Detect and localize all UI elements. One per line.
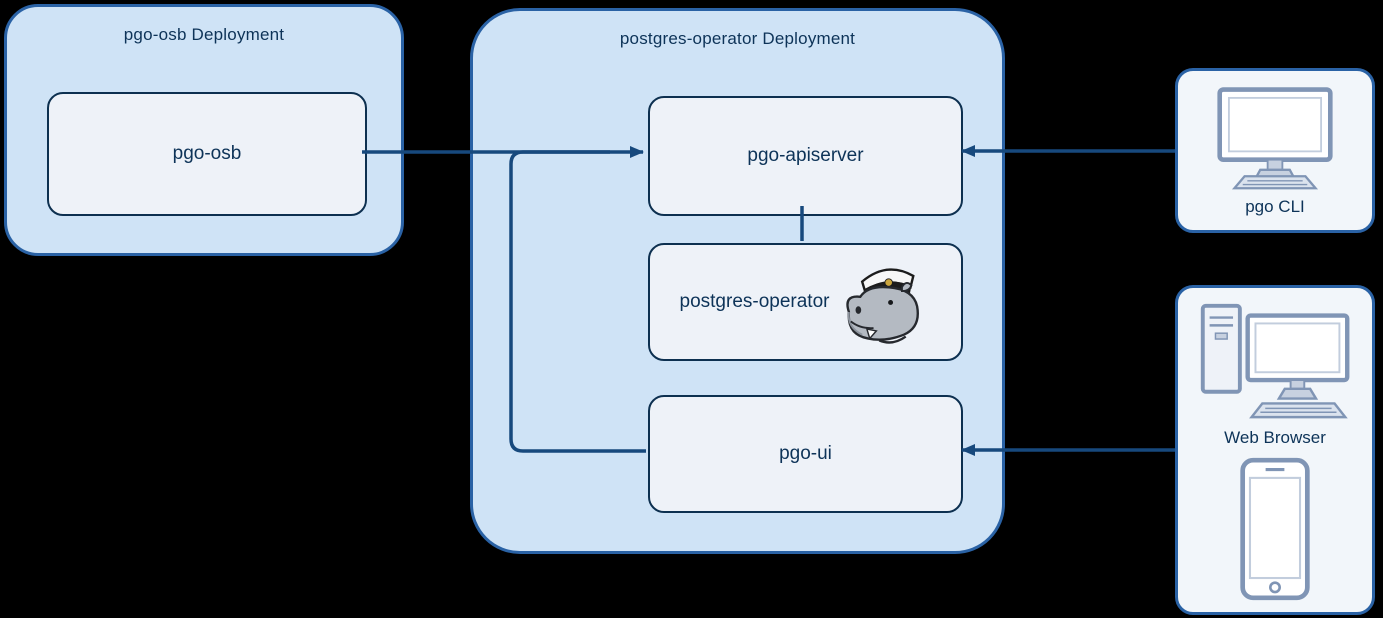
group-title-postgres-operator: postgres-operator Deployment [619,29,856,48]
group-pgo-osb-deployment: pgo-osb Deployment pgo-osb [4,4,404,256]
device-pgo-cli: pgo CLI [1175,68,1375,233]
node-label-postgres-operator: postgres-operator [679,291,830,312]
node-pgo-ui: pgo-ui [648,395,963,513]
device-label-pgo-cli: pgo CLI [1245,197,1305,216]
node-label-pgo-osb: pgo-osb [172,143,242,164]
smartphone-icon [1240,457,1310,601]
desktop-computer-icon [1200,303,1350,419]
device-label-web-browser: Web Browser [1224,428,1326,447]
hippo-mascot-icon [846,268,920,344]
node-label-pgo-apiserver: pgo-apiserver [747,145,864,166]
node-label-pgo-ui: pgo-ui [779,443,832,464]
node-pgo-osb: pgo-osb [47,92,367,216]
node-postgres-operator: postgres-operator [648,243,963,361]
group-postgres-operator-deployment: postgres-operator Deployment pgo-apiserv… [470,8,1005,554]
node-pgo-apiserver: pgo-apiserver [648,96,963,216]
group-title-pgo-osb: pgo-osb Deployment [123,25,285,44]
desktop-monitor-icon [1217,87,1333,190]
device-web-browser: Web Browser [1175,285,1375,615]
